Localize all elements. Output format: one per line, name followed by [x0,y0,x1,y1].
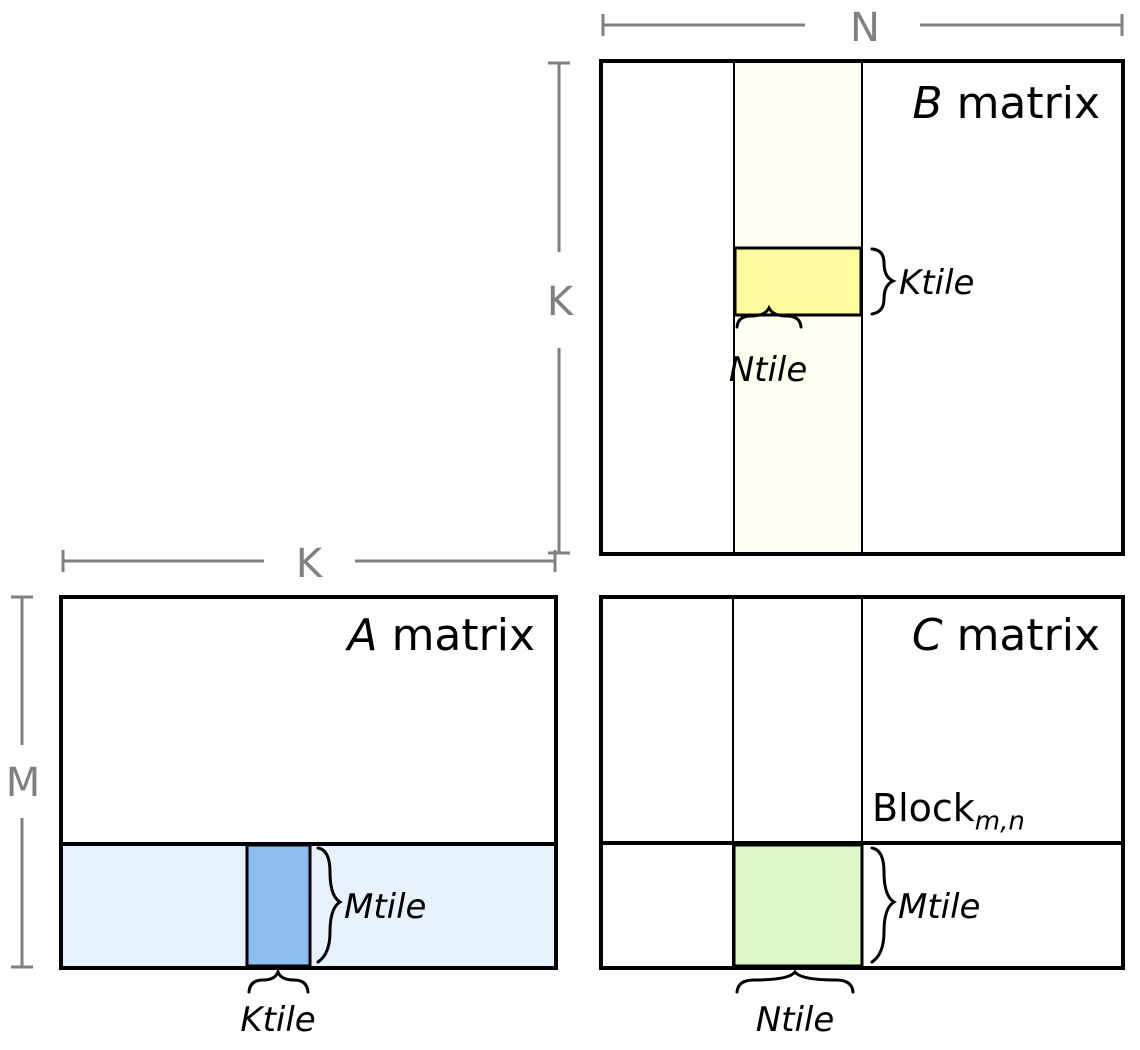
b-matrix-ntile-brace [735,304,803,329]
dimension-k-vertical [548,61,570,555]
a-matrix-title-symbol: A [347,610,378,661]
a-matrix-active-tile [245,843,312,968]
dimension-n [601,14,1124,36]
b-matrix-ntile-label: Ntile [728,350,808,390]
c-matrix-mtile-label: Mtile [898,887,981,927]
a-matrix-title-word: matrix [377,610,535,661]
dimension-k-horizontal-label: K [295,541,323,587]
c-matrix-ntile-label: Ntile [755,1000,835,1040]
a-matrix [59,595,558,970]
c-matrix-ntile-brace [735,969,855,994]
a-matrix-title: A matrix [160,610,535,661]
a-matrix-mtile-brace [316,846,343,964]
dimension-m-label: M [5,760,41,806]
b-matrix-ktile-label: Ktile [899,263,975,303]
a-matrix-ktile-brace [247,967,310,994]
c-matrix-block-label: Blockm,n [872,786,1025,837]
c-matrix-block-label-subscript: m,n [974,806,1025,837]
c-matrix-mtile-brace [870,846,897,964]
a-matrix-ktile-label: Ktile [240,1000,316,1040]
c-matrix-active-tile [732,843,864,968]
c-matrix [599,595,1125,970]
a-matrix-mtile-label: Mtile [344,887,427,927]
dimension-n-label: N [850,5,880,51]
b-matrix-active-tile [733,246,863,317]
c-matrix-block-label-text: Block [872,786,975,830]
dimension-k-vertical-label: K [546,279,574,325]
b-matrix-title-symbol: B [912,78,943,129]
b-matrix-title: B matrix [700,78,1100,129]
c-matrix-title: C matrix [700,610,1100,661]
b-matrix [599,59,1125,556]
b-matrix-ktile-brace [870,247,897,316]
dimension-m [11,595,33,969]
c-matrix-title-word: matrix [942,610,1100,661]
b-matrix-title-word: matrix [942,78,1100,129]
dimension-k-horizontal [61,550,557,572]
c-matrix-title-symbol: C [911,610,943,661]
